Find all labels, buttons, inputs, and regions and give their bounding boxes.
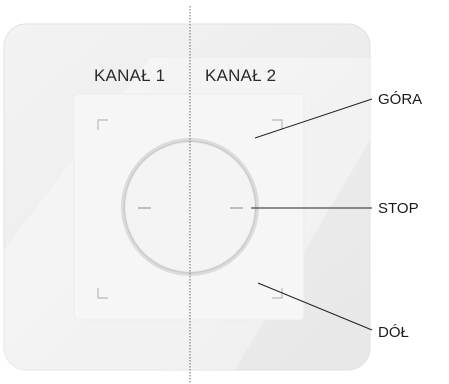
corner-mark-top-right [272, 119, 283, 130]
channel-1-label: KANAŁ 1 [94, 66, 166, 85]
corner-mark-top-left [97, 119, 108, 130]
corner-mark-bottom-right [272, 288, 283, 299]
callout-up-label: GÓRA [378, 91, 423, 108]
callout-down-label: DÓŁ [378, 324, 409, 341]
leader-line-up [254, 98, 373, 139]
callout-stop-label: STOP [378, 200, 419, 217]
ring-inner-edge [125, 142, 255, 272]
leader-line-down [257, 282, 373, 331]
channel-2-label: KANAŁ 2 [205, 66, 277, 85]
corner-mark-bottom-left [97, 288, 108, 299]
